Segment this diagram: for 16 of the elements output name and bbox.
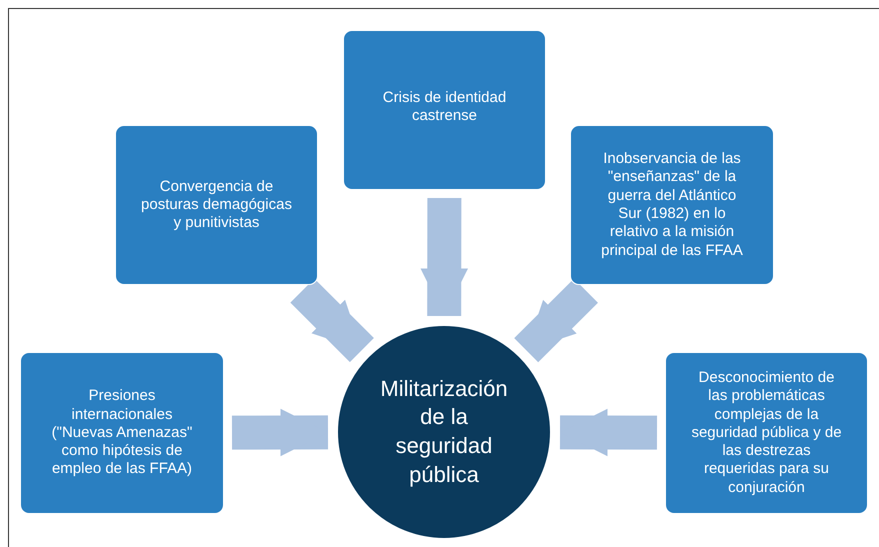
cause-box: [343, 30, 546, 190]
block-arrow: [560, 408, 658, 456]
cause-box: [665, 352, 868, 514]
block-arrow: [232, 408, 328, 456]
cause-text: Presiones internacionales ("Nuevas Amenazas" como hipótesis de empleo de las FFAA): [50, 387, 194, 479]
cause-text: Inobservancia de las "enseñanzas" de la guerra del Atlántico Sur (1982) en lo relativo a la misión principal de las FFAA: [600, 150, 744, 260]
block-arrow: [514, 278, 598, 362]
cause-box: [115, 125, 318, 285]
central-topic: Militarización de la seguridad pública: [379, 374, 509, 489]
cause-text: Convergencia de posturas demagógicas y punitivistas: [140, 178, 293, 232]
cause-text: Crisis de identidad castrense: [382, 89, 508, 126]
cause-box: [570, 125, 774, 285]
block-arrow: [420, 198, 468, 316]
cause-text: Desconocimiento de las problemáticas complejas de la seguridad pública y de las destrezas requeridas para su conjuración: [690, 368, 843, 498]
cause-box: [20, 352, 224, 514]
block-arrow: [290, 278, 374, 362]
